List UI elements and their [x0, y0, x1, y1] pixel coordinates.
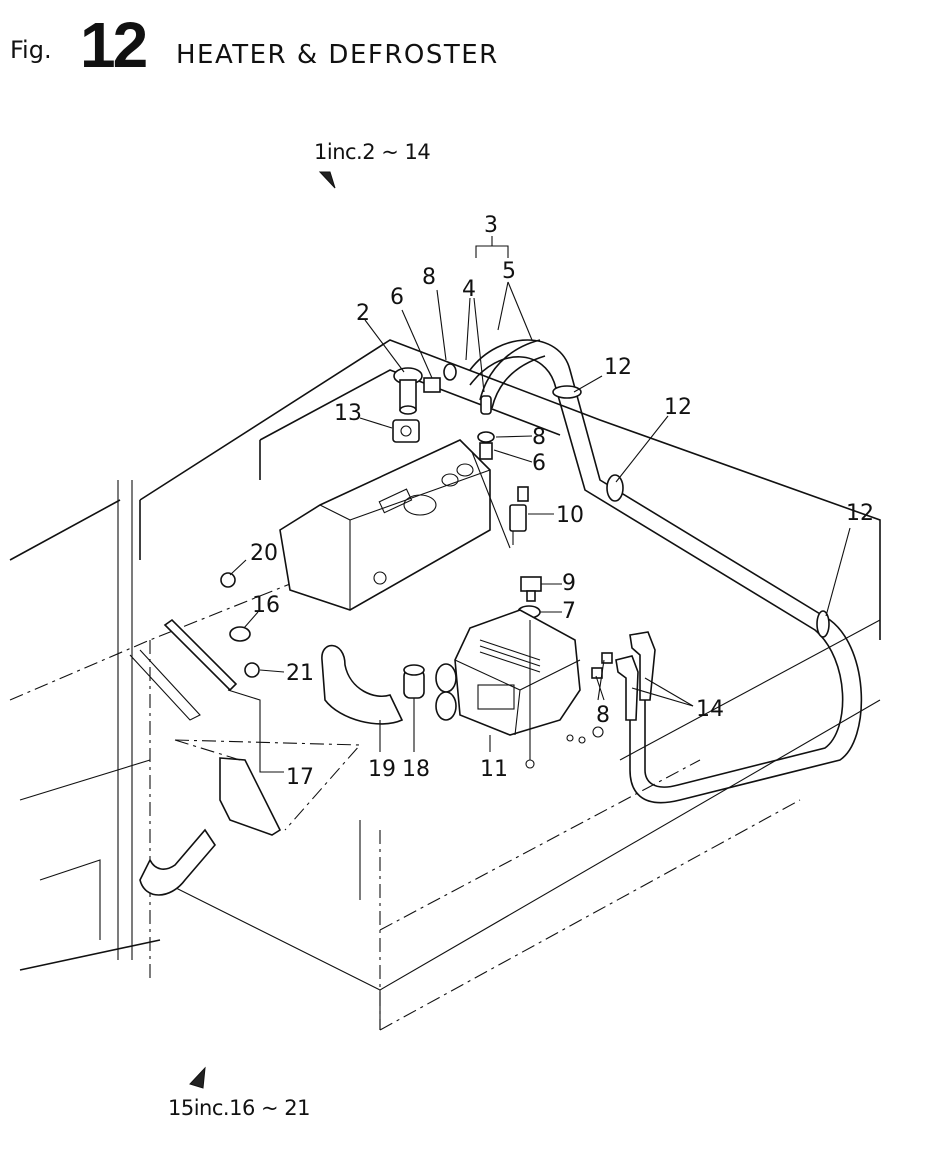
- callout-8-upper: 8: [422, 265, 436, 290]
- heater-unit: [436, 610, 603, 768]
- control-linkage: [165, 620, 236, 690]
- callout-20: 20: [250, 541, 278, 566]
- callout-6-middle: 6: [532, 451, 546, 476]
- callout-12-second: 12: [664, 395, 692, 420]
- callout-17: 17: [286, 765, 314, 790]
- callout-13: 13: [334, 401, 362, 426]
- hose-clamp-12c: [817, 611, 829, 637]
- mounting-bolt: [521, 577, 541, 601]
- callout-12-first: 12: [604, 355, 632, 380]
- duct-cap: [404, 665, 424, 698]
- heater-switch: [510, 487, 528, 545]
- hose-clamp-12b: [607, 475, 623, 501]
- callout-14: 14: [696, 697, 724, 722]
- callout-8-middle: 8: [532, 425, 546, 450]
- callout-16: 16: [252, 593, 280, 618]
- callout-12-third: 12: [846, 501, 874, 526]
- assembly-arrow-bottom: [190, 1068, 205, 1088]
- assembly-arrow-top: [320, 172, 335, 188]
- callout-10: 10: [556, 503, 584, 528]
- defroster-nozzle: [394, 368, 422, 414]
- callout-18: 18: [402, 757, 430, 782]
- callout-21: 21: [286, 661, 314, 686]
- callout-9: 9: [562, 571, 576, 596]
- callout-7: 7: [562, 599, 576, 624]
- hose-end-4: [481, 396, 491, 414]
- screw-20: [221, 573, 235, 587]
- hose-fitting-6b: [480, 443, 492, 459]
- flexible-duct: [322, 646, 402, 724]
- callout-6-upper: 6: [390, 285, 404, 310]
- gasket-8b: [478, 432, 494, 442]
- valve-body: [393, 420, 419, 442]
- hose-clip-8b: [592, 668, 602, 678]
- hose-clamp-12a: [553, 386, 581, 398]
- callout-2: 2: [356, 301, 370, 326]
- screw-21: [245, 663, 259, 677]
- callout-5: 5: [502, 259, 516, 284]
- hose-fitting-6a: [424, 378, 440, 392]
- elbow-hose-14b: [616, 656, 638, 720]
- callout-8-lower: 8: [596, 703, 610, 728]
- callout-3: 3: [484, 213, 498, 238]
- mounting-bracket: [220, 758, 280, 835]
- callout-19: 19: [368, 757, 396, 782]
- lower-duct: [140, 830, 215, 895]
- callout-11: 11: [480, 757, 508, 782]
- grommet-16: [230, 627, 250, 641]
- gasket-8a: [444, 364, 456, 380]
- control-panel: [280, 440, 490, 610]
- callout-4: 4: [462, 277, 476, 302]
